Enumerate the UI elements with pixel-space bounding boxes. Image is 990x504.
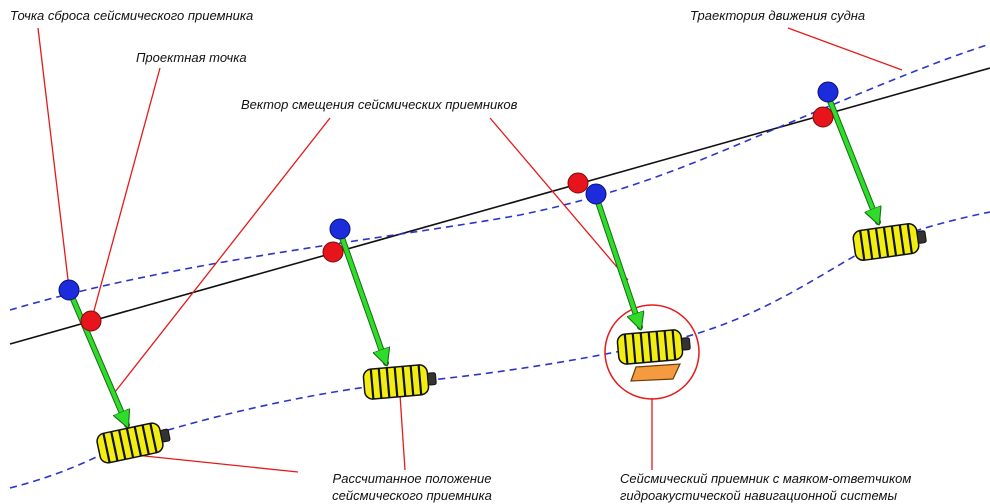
seismic-receiver-icon xyxy=(96,422,171,464)
receiver-group-4 xyxy=(812,81,927,262)
beacon-highlight-circle xyxy=(604,304,700,400)
leader-drop-point xyxy=(37,27,70,289)
design-point-label: Проектная точка xyxy=(136,50,247,65)
calculated-position-label-line2: сейсмического приемника xyxy=(332,488,492,503)
blue-circle-icon xyxy=(329,218,351,240)
beacon-receiver-label-line2: гидроакустической навигационной системы xyxy=(620,488,897,503)
transponder-beacon-icon xyxy=(630,363,681,382)
vessel-track-label: Траектория движения судна xyxy=(690,8,865,23)
leader-calculated-2 xyxy=(399,394,406,471)
leader-design-point xyxy=(91,67,161,319)
leader-lines xyxy=(37,27,903,473)
vessel-track-line xyxy=(9,43,990,311)
receiver-group-3 xyxy=(567,172,691,382)
calculated-position-label-line1: Рассчитанное положение xyxy=(333,471,492,486)
leader-vector-1 xyxy=(114,117,331,393)
offset-vector-arrow-fill xyxy=(68,291,127,425)
offset-vector-arrow-fill xyxy=(338,231,386,363)
red-circle-icon xyxy=(80,310,102,332)
blue-circle-icon xyxy=(58,279,80,301)
offset-vector-arrow-fill xyxy=(594,195,640,327)
offset-vector-label: Вектор смещения сейсмических приемников xyxy=(241,97,518,112)
offset-vector-arrow-fill xyxy=(826,95,878,222)
red-circle-icon xyxy=(567,172,589,194)
receiver-group-1 xyxy=(58,279,171,464)
receiver-group-2 xyxy=(322,218,437,400)
seismic-receiver-icon xyxy=(616,329,691,365)
beacon-receiver-label-line1: Сейсмический приемник с маяком-ответчико… xyxy=(620,471,911,486)
leader-vessel-track xyxy=(787,27,903,71)
leader-vector-2 xyxy=(489,117,629,281)
red-circle-icon xyxy=(322,241,344,263)
seismic-receiver-icon xyxy=(362,364,437,400)
blue-circle-icon xyxy=(817,81,839,103)
drop-point-label: Точка сброса сейсмического приемника xyxy=(10,8,253,23)
leader-calculated-1 xyxy=(134,454,299,473)
blue-circle-icon xyxy=(585,183,607,205)
red-circle-icon xyxy=(812,106,834,128)
seismic-receiver-icon xyxy=(852,222,927,262)
